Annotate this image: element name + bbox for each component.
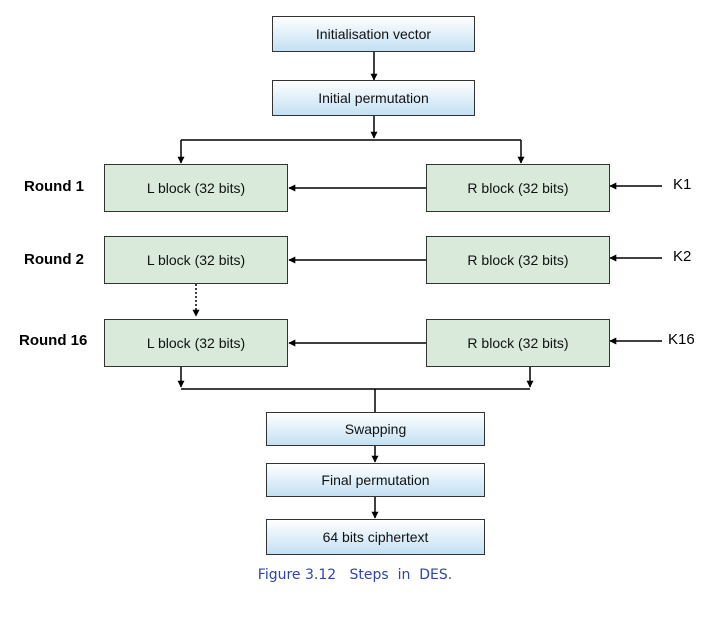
swapping-box: Swapping	[266, 412, 485, 446]
r-block-round-2: R block (32 bits)	[426, 236, 610, 284]
round-16-label: Round 16	[19, 332, 88, 349]
l-block-round-16: L block (32 bits)	[104, 319, 288, 367]
key-k2-label: K2	[673, 248, 692, 265]
key-k1-label: K1	[673, 176, 692, 193]
initialisation-vector-box: Initialisation vector	[272, 16, 475, 52]
r-block-round-1: R block (32 bits)	[426, 164, 610, 212]
round-1-label: Round 1	[24, 178, 84, 195]
round-2-label: Round 2	[24, 251, 84, 268]
r-block-round-16: R block (32 bits)	[426, 319, 610, 367]
ciphertext-box: 64 bits ciphertext	[266, 519, 485, 555]
key-k16-label: K16	[668, 331, 695, 348]
l-block-round-2: L block (32 bits)	[104, 236, 288, 284]
figure-caption: Figure 3.12 Steps in DES.	[257, 567, 453, 583]
final-permutation-box: Final permutation	[266, 463, 485, 497]
initial-permutation-box: Initial permutation	[272, 80, 475, 116]
l-block-round-1: L block (32 bits)	[104, 164, 288, 212]
